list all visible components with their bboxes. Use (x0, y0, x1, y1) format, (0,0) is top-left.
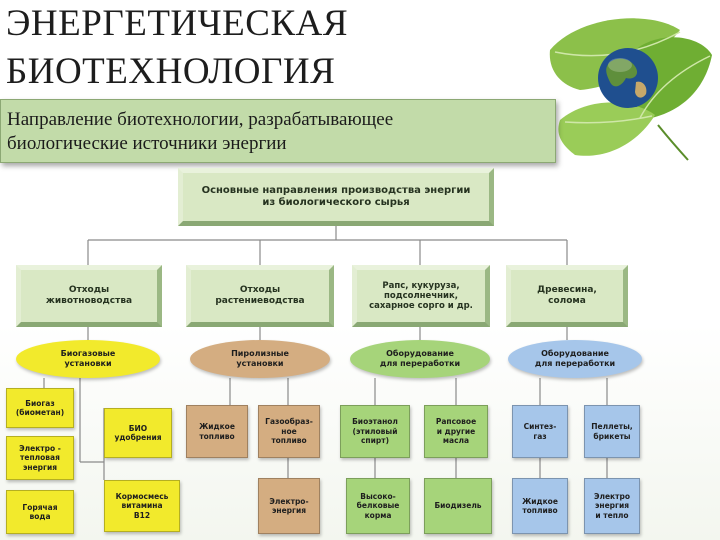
process-crop-equipment: Оборудование для переработки (350, 340, 490, 378)
process-label: установки (236, 359, 284, 368)
process-pyrolysis-plants: Пиролизные установки (190, 340, 330, 378)
product-label: Жидкое (199, 422, 235, 431)
product-label: Электро (593, 491, 631, 501)
product-syngas: Синтез- газ (512, 405, 568, 458)
process-label: Оборудование (386, 349, 454, 358)
process-label: для переработки (534, 359, 616, 368)
product-label: Биодизель (434, 501, 482, 511)
product-label: и другие (436, 426, 476, 436)
product-label: энергия (22, 462, 58, 472)
process-wood-equipment: Оборудование для переработки (508, 340, 642, 378)
product-biogas: Биогаз (биометан) (6, 388, 74, 428)
product-label: энергия (271, 506, 307, 515)
product-liquid-fuel: Жидкое топливо (186, 405, 248, 458)
category-label: Отходы (239, 285, 281, 295)
category-label: растениеводства (215, 296, 305, 306)
category-wood-straw: Древесина, солома (506, 265, 628, 327)
category-label: подсолнечник, (384, 291, 458, 301)
root-box: Основные направления производства энерги… (178, 168, 494, 226)
product-label: Синтез- (523, 422, 557, 431)
product-label: топливо (522, 506, 558, 515)
product-electro-thermal-energy: Электро - тепловая энергия (6, 436, 74, 480)
category-label: солома (548, 296, 586, 306)
product-label: газ (533, 431, 547, 441)
product-label: удобрения (114, 433, 162, 442)
category-label: животноводства (45, 296, 133, 306)
product-biodiesel: Биодизель (424, 478, 492, 534)
product-label: Электро - (19, 443, 61, 453)
product-label: В12 (133, 510, 151, 520)
product-label: Горячая (22, 502, 58, 512)
product-high-protein-feed: Высоко- белковые корма (346, 478, 410, 534)
product-label: Жидкое (522, 496, 558, 506)
category-energy-crops: Рапс, кукуруза, подсолнечник, сахарное с… (352, 265, 490, 327)
process-label: для переработки (379, 359, 461, 368)
process-label: Биогазовые (60, 349, 116, 358)
subtitle-line-2: биологические источники энергии (7, 133, 287, 154)
product-label: Электро- (269, 496, 309, 506)
product-label: БИО (128, 423, 148, 433)
product-label: витамина (121, 501, 163, 511)
product-label: Газообраз- (265, 417, 313, 427)
product-label: Кормосмесь (115, 491, 169, 501)
product-label: тепловая (20, 453, 60, 463)
process-biogas-plants: Биогазовые установки (16, 340, 160, 378)
product-electric-energy: Электро- энергия (258, 478, 320, 534)
product-label: Биоэтанол (352, 417, 398, 427)
product-hot-water: Горячая вода (6, 490, 74, 534)
product-label: спирт) (360, 436, 390, 446)
product-label: масла (442, 436, 470, 446)
product-label: энергия (594, 501, 630, 511)
category-label: Древесина, (537, 285, 597, 295)
product-feed-mix-b12: Кормосмесь витамина В12 (104, 480, 180, 532)
category-label: Отходы (68, 285, 110, 295)
product-label: белковые (356, 501, 400, 511)
subtitle: Направление биотехнологии, разрабатывающ… (7, 108, 547, 156)
process-label: Оборудование (541, 349, 609, 358)
category-crop-waste: Отходы растениеводства (186, 265, 334, 327)
product-gaseous-fuel: Газообраз- ное топливо (258, 405, 320, 458)
category-label: сахарное сорго и др. (369, 301, 473, 311)
title-line-2: БИОТЕХНОЛОГИЯ (6, 51, 336, 92)
page-title: ЭНЕРГЕТИЧЕСКАЯ БИОТЕХНОЛОГИЯ (6, 0, 348, 96)
product-label: Рапсовое (435, 417, 477, 427)
product-label: брикеты (593, 431, 631, 441)
category-livestock-waste: Отходы животноводства (16, 265, 162, 327)
root-line-1: Основные направления производства энерги… (201, 185, 471, 196)
product-bio-fertilizers: БИО удобрения (104, 408, 172, 458)
subtitle-line-1: Направление биотехнологии, разрабатывающ… (7, 109, 394, 130)
product-label: топливо (271, 436, 307, 446)
title-line-1: ЭНЕРГЕТИЧЕСКАЯ (6, 3, 349, 44)
process-label: установки (64, 359, 112, 368)
subtitle-box: Направление биотехнологии, разрабатывающ… (0, 99, 556, 163)
product-label: Биогаз (25, 398, 55, 408)
process-label: Пиролизные (231, 349, 289, 358)
leaf-globe-logo (549, 18, 712, 161)
product-label: топливо (199, 431, 235, 441)
product-label: Пеллеты, (591, 422, 633, 431)
product-label: (этиловый (352, 426, 398, 436)
product-liquid-fuel-wood: Жидкое топливо (512, 478, 568, 534)
product-label: Высоко- (360, 491, 396, 501)
root-line-2: из биологического сырья (262, 197, 410, 208)
category-label: Рапс, кукуруза, (382, 281, 460, 291)
product-label: и тепло (595, 510, 629, 520)
product-label: вода (29, 512, 51, 521)
product-rapeseed-oils: Рапсовое и другие масла (424, 405, 488, 458)
product-label: корма (364, 510, 392, 520)
product-electric-energy-heat: Электро энергия и тепло (584, 478, 640, 534)
product-label: ное (281, 426, 297, 436)
product-bioethanol: Биоэтанол (этиловый спирт) (340, 405, 410, 458)
product-pellets-briquettes: Пеллеты, брикеты (584, 405, 640, 458)
product-label: (биометан) (15, 408, 65, 417)
